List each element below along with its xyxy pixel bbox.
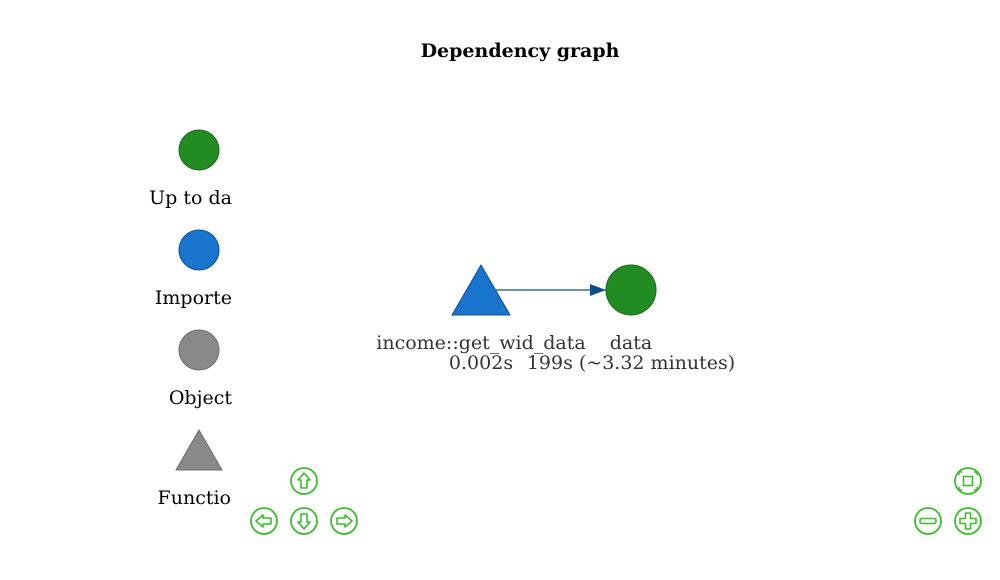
legend-object-marker <box>178 329 220 371</box>
legend-up-to-date-marker <box>178 129 220 171</box>
node-get-wid-data-label: income::get_wid_data <box>376 332 585 354</box>
legend-function-marker <box>175 428 223 471</box>
nav-down-button[interactable] <box>290 507 318 535</box>
legend-item-function: Functio <box>158 428 231 509</box>
up-arrow-icon <box>290 467 318 495</box>
graph-title: Dependency graph <box>420 40 620 62</box>
zoom-out-button[interactable] <box>914 507 942 535</box>
down-arrow-icon <box>290 507 318 535</box>
legend: Up to da Importe Object Functio <box>149 129 233 509</box>
node-data-time: 199s (~3.32 minutes) <box>527 352 735 374</box>
left-arrow-icon <box>250 507 278 535</box>
legend-function-label: Functio <box>158 487 231 509</box>
nav-left-button[interactable] <box>250 507 278 535</box>
legend-item-object: Object <box>169 329 233 409</box>
nav-right-button[interactable] <box>330 507 358 535</box>
legend-item-imported: Importe <box>155 229 232 309</box>
zoom-out-icon <box>914 507 942 535</box>
legend-imported-marker <box>178 229 220 271</box>
fit-screen-button[interactable] <box>954 467 982 495</box>
node-data-label: data <box>610 332 652 354</box>
node-get-wid-data-shape[interactable] <box>451 264 511 316</box>
node-get-wid-data-time: 0.002s <box>449 352 513 374</box>
zoom-in-icon <box>954 507 982 535</box>
legend-item-up-to-date: Up to da <box>149 129 232 209</box>
nav-up-button[interactable] <box>290 467 318 495</box>
fit-screen-icon <box>954 467 982 495</box>
node-data[interactable]: data 199s (~3.32 minutes) <box>527 264 735 374</box>
zoom-in-button[interactable] <box>954 507 982 535</box>
legend-object-label: Object <box>169 387 233 409</box>
node-data-shape[interactable] <box>605 264 657 316</box>
right-arrow-icon <box>330 507 358 535</box>
node-get-wid-data[interactable]: income::get_wid_data 0.002s <box>376 264 586 374</box>
legend-up-to-date-label: Up to da <box>149 187 232 209</box>
legend-imported-label: Importe <box>155 287 232 309</box>
